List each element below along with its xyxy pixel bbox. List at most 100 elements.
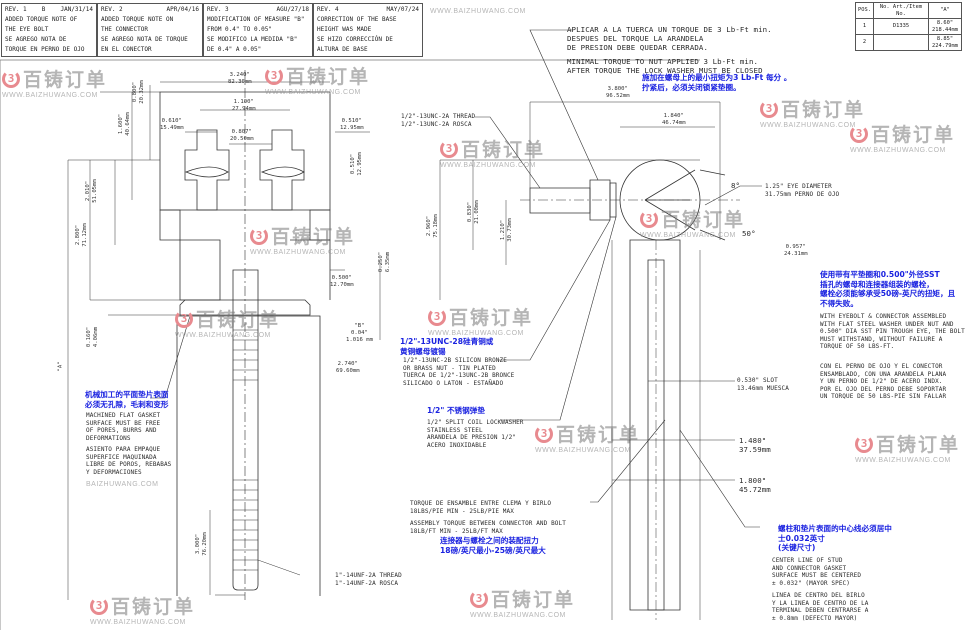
centerline-note-en: CENTER LINE OF STUD AND CONNECTOR GASKET… <box>772 557 862 587</box>
nut-torque-note-es: APLICAR A LA TUERCA UN TORQUE DE 3 Lb-Ft… <box>567 25 772 52</box>
table-row: 2 8.85"224.79mm <box>855 34 962 51</box>
rev-line: CORRECTION OF THE BASE <box>317 16 397 23</box>
dim-2740: 2.740" 69.60mm <box>336 361 360 374</box>
dim-3800: 3.800" 96.52mm <box>606 86 630 99</box>
a-mm: 224.79mm <box>932 42 958 49</box>
dim-1800: 1.800" 45.72mm <box>739 476 771 494</box>
rev-date: AGU/27/18 <box>276 6 309 13</box>
table-header-row: POS. No. Art./Item No. "A" <box>855 2 962 19</box>
dim-1210: 1.210" 30.73mm <box>499 218 513 242</box>
washer-note-cn: 1/2" 不锈钢弹垫 <box>427 406 485 415</box>
assembly-note-en: WITH EYEBOLT & CONNECTOR ASSEMBLED WITH … <box>820 313 965 351</box>
dim-0160: 0.160" 4.06mm <box>86 326 100 348</box>
dim-b: "B" 0.04" 1.016 mm <box>346 323 373 343</box>
revision-block-3: REV. 3 AGU/27/18 MODIFICATION OF MEASURE … <box>203 3 313 57</box>
dim-0830: 0.830" 21.08mm <box>466 200 480 224</box>
eye-diameter-label: 1.25" EYE DIAMETER 31.75mm PERNO DE OJO <box>765 183 840 198</box>
cell-pos: 1 <box>855 18 874 35</box>
cell-a: 8.60"218.44mm <box>927 18 962 35</box>
dim-2010: 2.010" 51.05mm <box>84 179 98 203</box>
dim-1100: 1.100" 27.94mm <box>232 99 256 112</box>
rev-date: MAY/07/24 <box>386 6 419 13</box>
dim-2800: 2.800" 71.12mm <box>74 223 88 247</box>
washer-note: 1/2" SPLIT COIL LOCKWASHER STAINLESS STE… <box>427 419 524 449</box>
centerline-note-cn: 螺柱和垫片表面的中心线必须居中 士0.032英寸 (关键尺寸) <box>778 524 892 552</box>
eyebolt-side-view <box>439 101 740 620</box>
revision-block-1: REV. 1 B JAN/31/14 ADDED TORQUE NOTE OF TH… <box>1 3 97 57</box>
rev-line: HEIGHT WAS MADE <box>317 26 372 33</box>
rev-line: SE AGREGO NOTA DE TORQUE <box>101 36 188 43</box>
dim-3240: 3.240" 82.30mm <box>228 72 252 85</box>
a-inches: 8.85" <box>936 35 954 42</box>
rev-number: REV. 1 <box>5 6 27 13</box>
nut-torque-note-en: MINIMAL TORQUE TO NUT APPLIED 3 Lb-Ft mi… <box>567 57 763 75</box>
leader-lines <box>150 29 762 528</box>
nut-torque-note-cn: 施加在螺母上的最小扭矩为3 Lb-Ft 每分 。 拧紧后，必须关闭锁紧垫圈。 <box>642 73 792 92</box>
cell-pos: 2 <box>855 34 874 51</box>
dim-1600: 1.600" 40.64mm <box>117 112 131 136</box>
rev-line: ALTURA DE BASE <box>317 46 368 53</box>
rev-date: APR/04/16 <box>166 6 199 13</box>
rev-line: SE HIZO CORRECCIÓN DE <box>317 36 393 43</box>
header-item: No. Art./Item No. <box>872 2 929 19</box>
cell-a: 8.85"224.79mm <box>927 34 962 51</box>
centerline-note-es: LINEA DE CENTRO DEL BIRLO Y LA LINEA DE … <box>772 592 869 622</box>
dim-1480: 1.480" 37.59mm <box>739 436 771 454</box>
rev-line: FROM 0.4" TO 0.05" <box>207 26 273 33</box>
revision-block-4: REV. 4 MAY/07/24 CORRECTION OF THE BASE H… <box>313 3 423 57</box>
rev-line: THE EYE BOLT <box>5 26 49 33</box>
left-dimension-lines <box>67 81 381 600</box>
dim-0250: 0.250" 6.35mm <box>378 251 392 273</box>
angle-50: 50° <box>742 229 756 238</box>
one-inch-thread-label: 1"-14UNF-2A THREAD 1"-14UNF-2A ROSCA <box>335 572 402 587</box>
dim-0610: 0.610" 15.49mm <box>160 118 184 131</box>
rev-date: JAN/31/14 <box>60 6 93 13</box>
rev-line: SE MODIFICO LA MEDIDA "B" <box>207 36 298 43</box>
dim-0510-vertical: 0.510" 12.95mm <box>349 152 363 176</box>
rev-line: ADDED TORQUE NOTE ON <box>101 16 174 23</box>
dim-3000: 3.000" 76.20mm <box>194 532 208 556</box>
stud-thread-hatch <box>233 329 258 571</box>
rev-number: REV. 4 <box>317 6 339 13</box>
a-mm: 218.44mm <box>932 26 958 33</box>
dim-0500: 0.500" 12.70mm <box>330 275 354 288</box>
rev-line: MODIFICATION OF MEASURE "B" <box>207 16 305 23</box>
nut-note: 1/2"-13UNC-2B SILICON BRONZE OR BRASS NU… <box>403 357 515 387</box>
torque-note-cn: 连接器与螺栓之间的装配扭力 18磅/英尺最小-25磅/英尺最大 <box>440 536 546 555</box>
header-a: "A" <box>927 2 962 19</box>
rev-line: THE CONNECTOR <box>101 26 148 33</box>
gasket-note-cn: 机械加工的平面垫片表面 必须无孔隙，毛刺和变形 <box>85 390 169 409</box>
table-row: 1 D1335 8.60"218.44mm <box>855 18 962 35</box>
rev-mark: B <box>41 6 46 13</box>
cell-item <box>872 34 929 51</box>
half-inch-thread-label: 1/2"-13UNC-2A THREAD 1/2"-13UNC-2A ROSCA <box>401 113 476 128</box>
dim-2960: 2.960" 75.18mm <box>425 214 439 238</box>
rev-line: DE 0.4" A 0.05" <box>207 46 262 53</box>
nut-note-cn: 1/2"-13UNC-28硅青铜或 黄铜螺母镀锡 <box>400 337 494 356</box>
rev-line: EN EL CONECTOR <box>101 46 152 53</box>
revision-block-2: REV. 2 APR/04/16 ADDED TORQUE NOTE ON THE… <box>97 3 203 57</box>
torque-note-es: TORQUE DE ENSAMBLE ENTRE CLEMA Y BIRLO 1… <box>410 500 552 515</box>
dim-0530-slot: 0.530" SLOT 13.46mm MUESCA <box>737 377 789 392</box>
rev-line: TORQUE EN PERNO DE OJO <box>5 46 85 53</box>
rev-number: REV. 3 <box>207 6 229 13</box>
dim-0510: 0.510" 12.95mm <box>340 118 364 131</box>
rev-line: SE AGREGO NOTA DE <box>5 36 67 43</box>
dim-a: "A" <box>57 361 64 372</box>
a-inches: 8.60" <box>936 19 954 26</box>
dim-0800: 0.800" 20.32mm <box>131 80 145 104</box>
rev-number: REV. 2 <box>101 6 123 13</box>
rev-line: ADDED TORQUE NOTE OF <box>5 16 78 23</box>
assembly-note-cn: 使用带有平垫圈和0.500"外径SST 插孔的螺母和连接器组装的螺栓， 螺栓必须… <box>820 270 956 308</box>
gasket-note-es: ASIENTO PARA EMPAQUE SUPERFICE MAQUINADA… <box>86 446 172 476</box>
torque-note-en: ASSEMBLY TORQUE BETWEEN CONNECTOR AND BO… <box>410 520 566 535</box>
assembly-note-es: CON EL PERNO DE OJO Y EL CONECTOR ENSAMB… <box>820 363 947 401</box>
header-pos: POS. <box>855 2 874 19</box>
dim-0957: 0.957" 24.31mm <box>784 244 808 257</box>
cell-item: D1335 <box>872 18 929 35</box>
dim-0807: 0.807" 20.50mm <box>230 129 254 142</box>
connector-front-view <box>159 70 331 600</box>
angle-8: 8° <box>731 181 741 190</box>
parts-table: POS. No. Art./Item No. "A" 1 D1335 8.60"… <box>855 2 962 51</box>
